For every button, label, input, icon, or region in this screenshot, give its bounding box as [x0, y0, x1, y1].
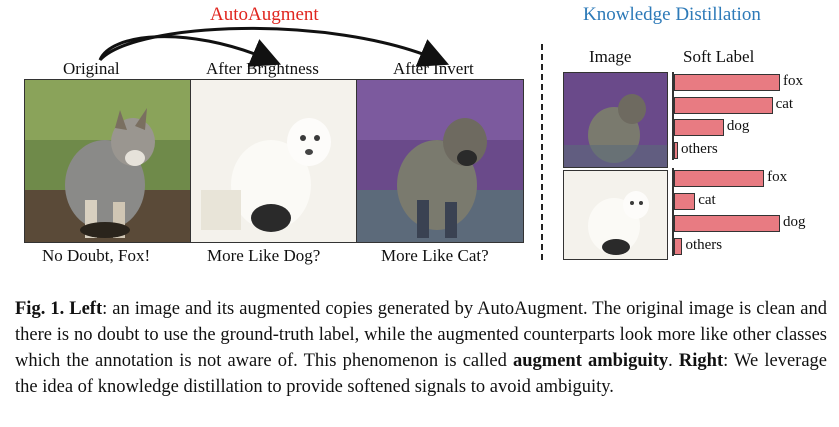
augment-arrows: [98, 27, 450, 67]
arrow-to-invert: [98, 27, 450, 67]
invert-fox-image: [356, 79, 524, 243]
soft-label-bars: fox cat dog others fox cat dog others: [672, 72, 832, 262]
soft-label-bar-dog: [674, 215, 780, 232]
soft-label-text-others: others: [685, 236, 723, 253]
caption-text-1: : an image and its augmented copies gene…: [15, 299, 827, 371]
soft-label-text-cat: cat: [775, 95, 794, 112]
label-after-invert: After Invert: [393, 59, 474, 78]
soft-label-bar-cat: [674, 192, 696, 210]
soft-label-bar-dog: [674, 119, 724, 136]
soft-label-text-fox: fox: [783, 73, 803, 89]
soft-label-text-dog: dog: [783, 214, 806, 230]
soft-label-text-dog: dog: [726, 118, 750, 134]
caption-original: No Doubt, Fox!: [42, 246, 151, 265]
image-heading: Image: [589, 47, 632, 66]
autoaugment-heading: AutoAugment: [210, 4, 319, 25]
soft-label-bar-others: [674, 141, 678, 159]
caption-text-2: .: [668, 351, 679, 371]
augment-ambiguity-term: augment ambiguity: [513, 351, 669, 371]
soft-label-bar-fox: [674, 170, 765, 187]
fig-number: Fig. 1.: [15, 299, 65, 319]
soft-label-bar-cat: [674, 96, 773, 114]
thumb-invert-image: [563, 72, 668, 168]
soft-label-bar-others: [674, 237, 683, 255]
soft-label-text-others: others: [681, 140, 718, 157]
knowledge-distillation-heading: Knowledge Distillation: [583, 4, 761, 25]
right-keyword: Right: [678, 351, 724, 371]
figure-caption: Fig. 1. Left: an image and its augmented…: [15, 296, 827, 400]
arrow-to-brightness: [98, 35, 282, 67]
soft-label-bar-fox: [674, 74, 780, 91]
thumb-brightness-image: [563, 170, 668, 260]
caption-text-3: : We leverage the idea of knowledge dist…: [15, 351, 828, 397]
caption-brightness: More Like Dog?: [207, 246, 321, 265]
caption-invert: More Like Cat?: [381, 246, 489, 265]
left-keyword: Left: [69, 299, 103, 319]
label-original: Original: [63, 59, 120, 78]
original-fox-image: [24, 79, 192, 243]
panel-divider: [541, 44, 543, 260]
soft-label-text-cat: cat: [698, 191, 716, 208]
soft-label-heading: Soft Label: [683, 47, 755, 66]
brightness-fox-image: [190, 79, 358, 243]
label-after-brightness: After Brightness: [206, 59, 319, 78]
soft-label-text-fox: fox: [767, 169, 788, 185]
